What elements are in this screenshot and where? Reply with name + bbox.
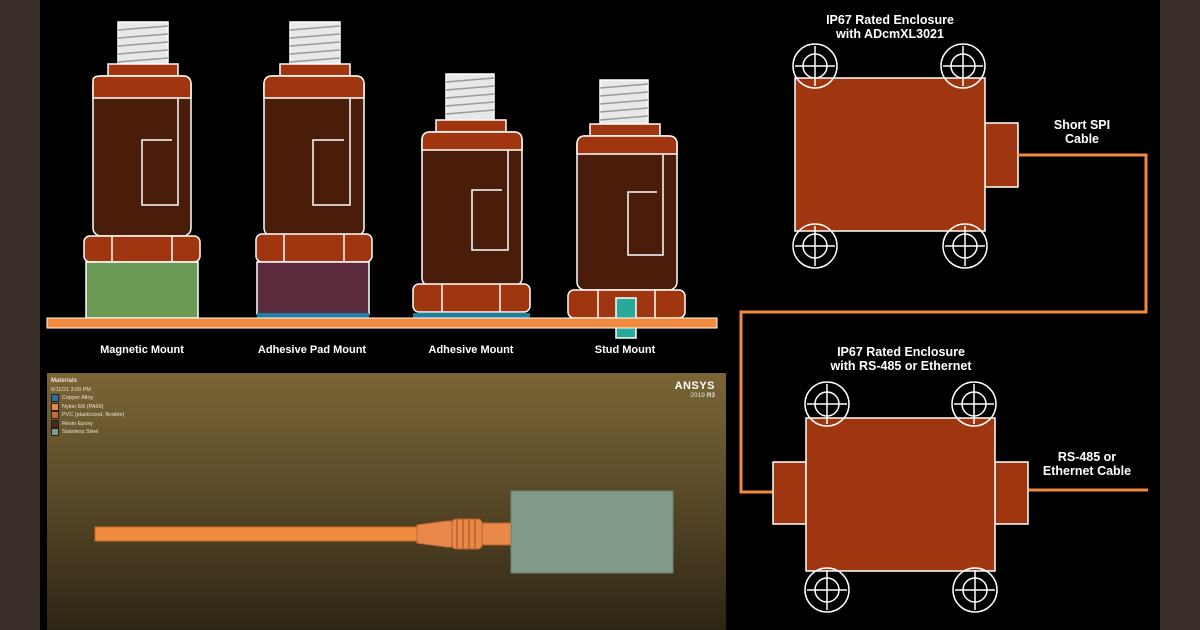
label-adhesive-pad-mount: Adhesive Pad Mount [257, 344, 367, 356]
enclosure-model [510, 490, 674, 574]
base-adhesive [413, 313, 530, 318]
legend-item-label: Resin Epoxy [62, 420, 93, 427]
legend-item-label: Stainless Steel [62, 429, 99, 435]
sensor-adhesive-pad [255, 21, 373, 318]
sensor-magnetic [83, 21, 201, 319]
enclosure-bottom-title-line1: IP67 Rated Enclosure [837, 345, 965, 359]
legend-item-label: Nylon 6/6 (PA66) [62, 403, 104, 410]
enclosure-top-title-line2: with ADcmXL3021 [836, 27, 944, 41]
enclosure-bottom-title-line2: with RS-485 or Ethernet [830, 359, 972, 373]
base-adhesive-pad [256, 261, 370, 315]
legend-row: Copper Alloy [51, 394, 124, 403]
ethernet-cable-label-line2: Ethernet Cable [1042, 464, 1132, 478]
swatch-icon [51, 394, 59, 403]
legend-item-label: Copper Alloy [62, 395, 94, 401]
ethernet-cable-label-line1: RS-485 or [1057, 450, 1117, 464]
ansys-model-svg [94, 490, 674, 574]
ansys-brand: ANSYS [674, 380, 715, 392]
spi-cable-label-line2: Cable [1064, 132, 1100, 146]
ansys-logo: ANSYS 2019 R3 [675, 380, 715, 399]
swatch-icon [51, 419, 59, 428]
spi-cable [739, 153, 1148, 494]
swatch-icon [51, 402, 59, 411]
label-adhesive-mount: Adhesive Mount [428, 344, 514, 356]
cable-model [94, 526, 418, 542]
legend-row: Resin Epoxy [51, 419, 124, 429]
ethernet-cable-label: RS-485 or Ethernet Cable [1032, 450, 1142, 478]
label-stud-mount: Stud Mount [594, 344, 656, 356]
ansys-release: R3 [706, 392, 715, 399]
materials-legend: Materials 6/11/21 3:08 PM Copper Alloy N… [51, 377, 124, 437]
legend-date: 6/11/21 3:08 PM [51, 386, 91, 393]
ansys-version-year: 2019 [690, 392, 705, 399]
ansys-version: 2019 R3 [675, 392, 715, 399]
legend-item-label: PVC (plasticized, flexible) [62, 412, 125, 418]
legend-row: Stainless Steel [51, 428, 124, 437]
label-magnetic-mount: Magnetic Mount [100, 344, 184, 356]
sensor-stud [567, 79, 686, 339]
left-frame-bar [0, 0, 40, 630]
legend-title: Materials [51, 378, 78, 384]
ansys-viewport: Materials 6/11/21 3:08 PM Copper Alloy N… [47, 373, 726, 630]
right-frame-bar [1160, 0, 1200, 630]
mounting-surface [46, 317, 718, 329]
spi-cable-label-line1: Short SPI [1053, 118, 1111, 132]
legend-row: PVC (plasticized, flexible) [51, 411, 124, 420]
legend-row: Nylon 6/6 (PA66) [51, 402, 124, 412]
enclosure-bottom-title: IP67 Rated Enclosure with RS-485 or Ethe… [806, 345, 996, 373]
spi-cable-label: Short SPI Cable [1032, 118, 1132, 146]
enclosure-top-title: IP67 Rated Enclosure with ADcmXL3021 [800, 13, 980, 41]
swatch-icon [51, 411, 59, 420]
enclosure-bottom [772, 381, 1029, 613]
enclosure-top-title-line1: IP67 Rated Enclosure [826, 13, 954, 27]
sensor-adhesive [412, 73, 531, 318]
swatch-icon [51, 428, 59, 437]
base-magnetic [85, 261, 199, 319]
enclosure-top [792, 43, 1019, 269]
